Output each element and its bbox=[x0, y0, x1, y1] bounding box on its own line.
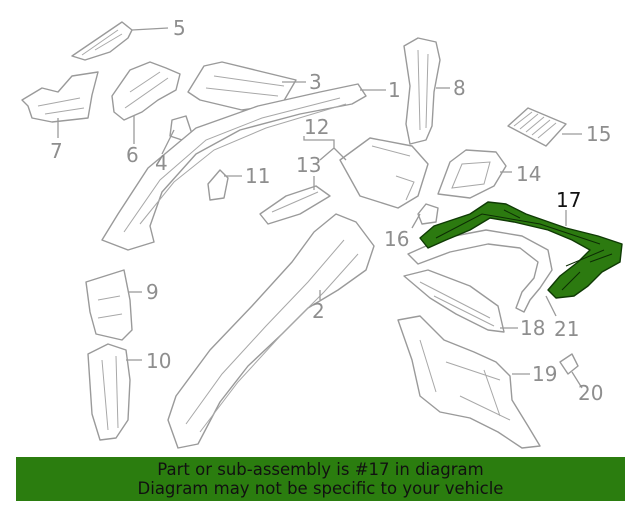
part-18-shape bbox=[403, 269, 505, 333]
part-6-shape bbox=[111, 61, 181, 121]
callout-18: 18 bbox=[520, 316, 545, 340]
leader-lines bbox=[57, 27, 583, 389]
banner-line-disclaimer: Diagram may not be specific to your vehi… bbox=[137, 479, 504, 498]
callout-3: 3 bbox=[309, 70, 322, 94]
banner-line-part-number: Part or sub-assembly is #17 in diagram bbox=[157, 460, 484, 479]
part-11-shape bbox=[207, 169, 229, 201]
callout-15: 15 bbox=[586, 122, 611, 146]
callout-21: 21 bbox=[554, 317, 579, 341]
callout-2: 2 bbox=[312, 299, 325, 323]
callout-4: 4 bbox=[155, 151, 168, 175]
callout-11: 11 bbox=[245, 164, 270, 188]
callout-14: 14 bbox=[516, 162, 541, 186]
part-8-shape bbox=[403, 37, 441, 145]
callout-12: 12 bbox=[304, 115, 329, 139]
part-5-shape bbox=[71, 21, 133, 61]
callout-19: 19 bbox=[532, 362, 557, 386]
callout-17: 17 bbox=[556, 188, 581, 212]
callout-20: 20 bbox=[578, 381, 603, 405]
part-14-shape bbox=[437, 149, 507, 199]
part-2-shape bbox=[167, 213, 375, 449]
part-20-shape bbox=[559, 353, 579, 375]
part-info-banner: Part or sub-assembly is #17 in diagram D… bbox=[16, 457, 625, 501]
part-7-shape bbox=[21, 71, 99, 123]
part-17-shape bbox=[419, 201, 623, 299]
callout-7: 7 bbox=[50, 139, 63, 163]
callout-16: 16 bbox=[384, 227, 409, 251]
callout-6: 6 bbox=[126, 143, 139, 167]
parts-diagram: 5 3 1 8 7 6 4 12 13 11 15 14 17 16 9 2 1… bbox=[21, 16, 623, 449]
part-16-shape bbox=[417, 203, 439, 225]
callout-13: 13 bbox=[296, 153, 321, 177]
callout-8: 8 bbox=[453, 76, 466, 100]
part-3-shape bbox=[187, 61, 297, 111]
part-21-shape bbox=[407, 229, 553, 313]
callout-1: 1 bbox=[388, 78, 401, 102]
part-1-shape bbox=[101, 83, 367, 251]
part-19-shape bbox=[397, 315, 541, 449]
part-12-shape bbox=[339, 137, 429, 209]
part-15-shape bbox=[507, 107, 567, 147]
part-13-shape bbox=[259, 185, 331, 225]
part-10-shape bbox=[87, 343, 131, 441]
callout-10: 10 bbox=[146, 349, 171, 373]
callout-9: 9 bbox=[146, 280, 159, 304]
callout-5: 5 bbox=[173, 16, 186, 40]
part-9-shape bbox=[85, 269, 133, 341]
